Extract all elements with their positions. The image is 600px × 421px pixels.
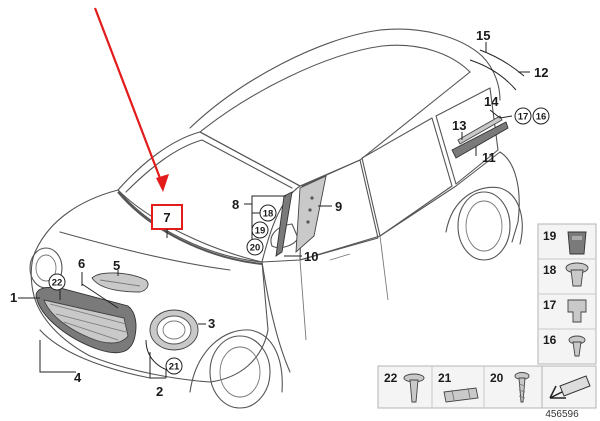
a-pillar-strip-part <box>275 191 293 257</box>
hood-trim-strip-part <box>81 283 119 309</box>
callout-12: 12 <box>534 65 548 80</box>
callout-20: 20 <box>246 238 264 256</box>
callout-6: 6 <box>78 256 85 271</box>
diagram-number: 456596 <box>545 409 579 420</box>
panel-label-22: 22 <box>384 371 398 385</box>
screw-22-icon <box>403 373 425 403</box>
callout-14: 14 <box>484 94 499 109</box>
callout-21: 21 <box>165 357 183 375</box>
svg-text:17: 17 <box>518 112 529 123</box>
callout-5: 5 <box>113 258 120 273</box>
callout-2: 2 <box>156 384 163 399</box>
a-pillar-trim-part <box>295 175 327 254</box>
callout-16: 16 <box>532 107 550 125</box>
callout-1: 1 <box>10 290 17 305</box>
panel-label-18: 18 <box>543 263 557 277</box>
kit-symbol-icon <box>549 375 591 399</box>
callout-22: 22 <box>48 273 66 291</box>
svg-text:16: 16 <box>536 112 547 123</box>
panel-label-21: 21 <box>438 371 452 385</box>
clip-18-icon <box>565 262 589 287</box>
callout-7: 7 <box>163 210 170 225</box>
svg-text:22: 22 <box>52 278 63 289</box>
callout-19: 19 <box>251 221 269 239</box>
svg-text:20: 20 <box>250 243 261 254</box>
callout-17: 17 <box>514 107 532 125</box>
grille-part <box>35 286 137 354</box>
leader-lines <box>18 42 530 379</box>
callout-15: 15 <box>476 28 490 43</box>
panel-label-17: 17 <box>543 298 557 312</box>
svg-text:18: 18 <box>263 209 274 220</box>
callout-3: 3 <box>208 316 215 331</box>
callout-8: 8 <box>232 197 239 212</box>
svg-text:19: 19 <box>255 226 266 237</box>
screw-16-icon <box>568 335 586 357</box>
callout-11: 11 <box>482 150 496 165</box>
panel-label-19: 19 <box>543 229 557 243</box>
callout-4: 4 <box>74 370 82 385</box>
roof-strip-part-15 <box>479 49 525 77</box>
b-pillar-trim-upper-part <box>457 115 503 145</box>
clip-17-icon <box>567 299 587 323</box>
highlight-arrow <box>93 7 169 192</box>
headlight-ring-part <box>149 309 199 351</box>
clip-19-icon <box>567 231 587 255</box>
callout-18: 18 <box>259 204 277 222</box>
callout-9: 9 <box>335 199 342 214</box>
callout-13: 13 <box>452 118 466 133</box>
callout-10: 10 <box>304 249 318 264</box>
b-pillar-trim-part <box>451 121 509 159</box>
panel-label-20: 20 <box>490 371 504 385</box>
svg-text:21: 21 <box>169 362 180 373</box>
fastener-panel-right <box>537 223 597 365</box>
windshield-trim-part <box>117 191 263 265</box>
roof-strip-part-12 <box>469 59 517 91</box>
hood-scoop-part <box>91 272 149 293</box>
bracket-21-icon <box>443 387 479 403</box>
screw-20-icon <box>514 372 530 403</box>
panel-label-16: 16 <box>543 333 557 347</box>
